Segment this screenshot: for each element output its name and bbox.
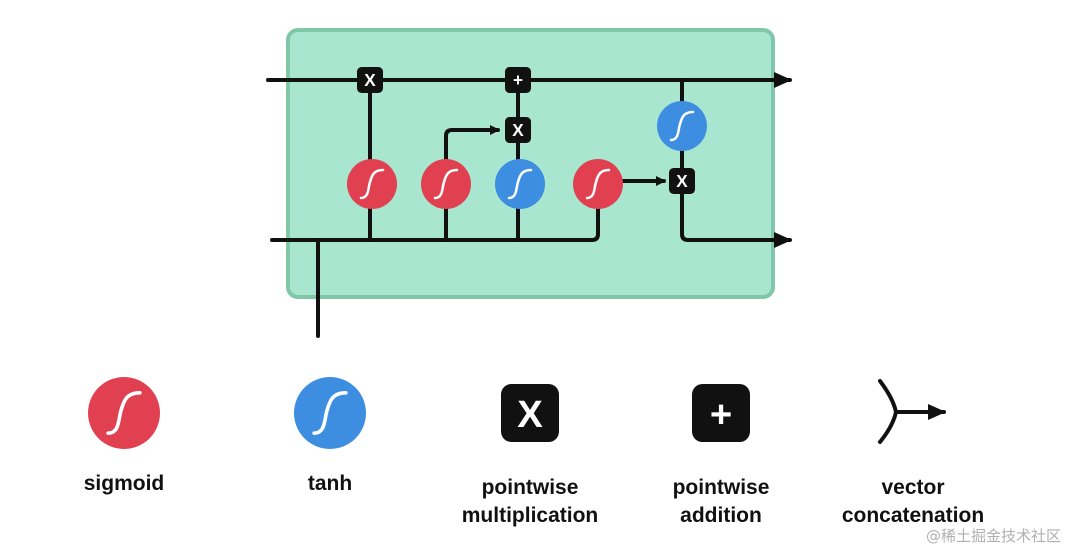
svg-text:+: + (710, 393, 732, 436)
svg-text:+: + (513, 70, 523, 90)
pointwise-addition-icon: + (692, 384, 750, 442)
svg-text:X: X (512, 120, 524, 140)
cell-output-tanh-icon (657, 101, 707, 151)
legend-label-vector-concatenation: vector concatenation (841, 476, 985, 527)
svg-text:X: X (517, 393, 543, 436)
watermark: @稀土掘金技术社区 (925, 527, 1061, 545)
hidden-output-line (680, 179, 792, 248)
vector-concatenation-icon (878, 379, 946, 444)
legend-label-pointwise-multiplication: pointwise multiplication (461, 476, 599, 527)
svg-text:X: X (676, 171, 688, 191)
legend-label-pointwise-addition: pointwise addition (672, 476, 770, 527)
input-multiply-op: X (505, 117, 531, 143)
tanh-icon (294, 377, 366, 449)
forget-multiply-op: X (357, 67, 383, 93)
legend-label-tanh: tanh (307, 472, 353, 495)
input-gate-line (444, 125, 500, 242)
candidate-tanh-icon (495, 159, 545, 209)
output-gate-sigmoid-icon (573, 159, 623, 209)
forget-gate-sigmoid-icon (347, 159, 397, 209)
legend-label-sigmoid: sigmoid (83, 472, 165, 495)
sigmoid-icon (88, 377, 160, 449)
svg-text:X: X (364, 70, 376, 90)
hidden-input-line (270, 206, 600, 242)
pointwise-multiplication-icon: X (501, 384, 559, 442)
output-multiply-op: X (669, 168, 695, 194)
input-gate-sigmoid-icon (421, 159, 471, 209)
cell-add-op: + (505, 67, 531, 93)
